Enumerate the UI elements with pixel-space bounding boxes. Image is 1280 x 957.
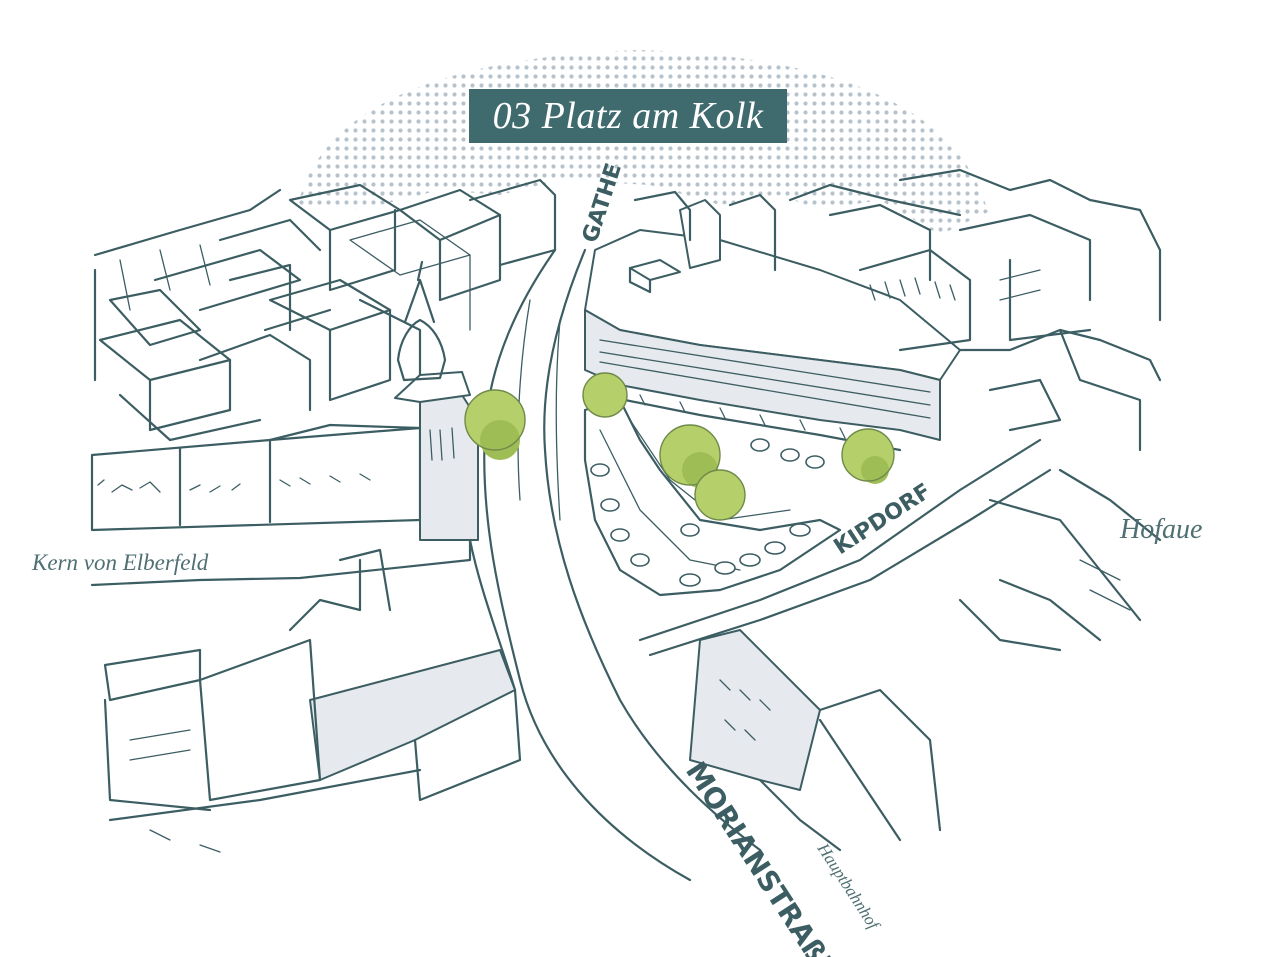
north-east-buildings [633, 168, 1162, 452]
central-department-store [584, 193, 961, 452]
title-badge: 03 Platz am Kolk [469, 89, 787, 143]
place-label-hofaue: Hofaue [1119, 514, 1202, 545]
place-label-kern-von-elberfeld: Kern von Elberfeld [31, 550, 209, 575]
main-road [468, 248, 762, 882]
place-label-hauptbahnhof: Hauptbahnhof [813, 839, 884, 934]
kolk-square [583, 398, 842, 597]
southwest-buildings [103, 548, 522, 853]
tree-square-north [582, 372, 628, 418]
tree-square-east [841, 428, 895, 484]
street-label-kipdorf: KIPDORF [830, 479, 936, 560]
old-town-blocks [93, 178, 557, 442]
kipdorf-street [638, 438, 1162, 657]
tree-square-south [694, 469, 746, 521]
church-tower [394, 260, 479, 541]
south-building [689, 629, 942, 852]
tree-church-east [464, 389, 526, 460]
